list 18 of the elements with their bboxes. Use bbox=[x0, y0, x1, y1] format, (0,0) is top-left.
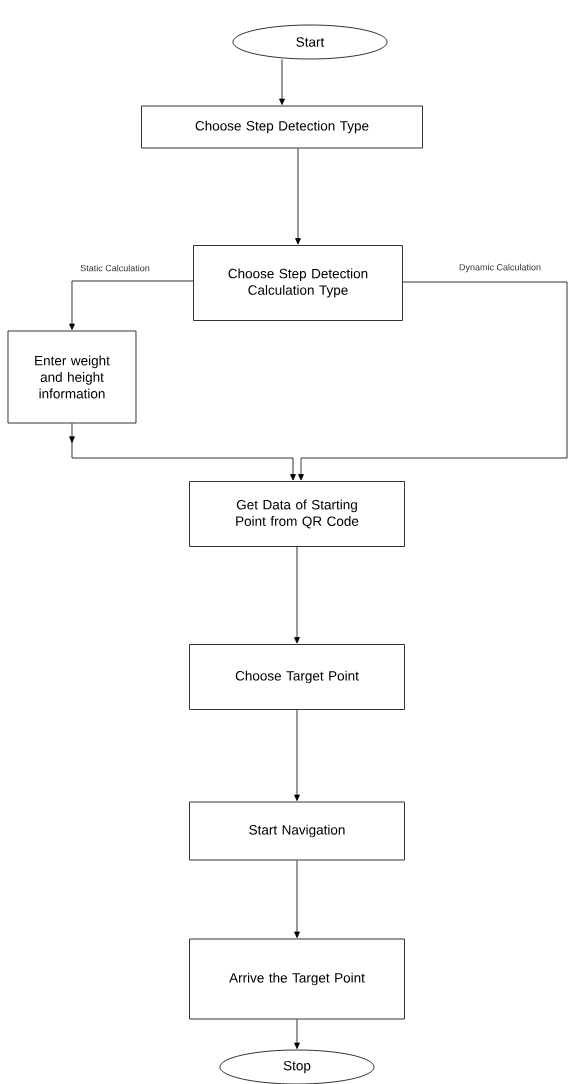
process-box: Get Data of Starting Point from QR Code bbox=[189, 481, 405, 547]
process-box: Choose Step Detection Type bbox=[141, 105, 423, 149]
edge-label: Static Calculation bbox=[80, 264, 150, 272]
process-box: Arrive the Target Point bbox=[189, 938, 405, 1020]
process-box: Choose Step Detection Calculation Type bbox=[193, 245, 403, 321]
arrow bbox=[69, 280, 194, 330]
arrow bbox=[298, 281, 568, 481]
arrow bbox=[279, 59, 285, 105]
arrow bbox=[294, 546, 300, 644]
arrow bbox=[294, 709, 300, 801]
process-box: Enter weight and height information bbox=[7, 330, 137, 424]
process-box: Choose Target Point bbox=[189, 644, 405, 710]
process-box: Start Navigation bbox=[189, 801, 405, 861]
arrow bbox=[69, 423, 296, 481]
edge-label: Dynamic Calculation bbox=[459, 263, 541, 273]
arrow bbox=[295, 148, 301, 245]
arrow bbox=[294, 1019, 300, 1049]
arrow bbox=[294, 860, 300, 938]
